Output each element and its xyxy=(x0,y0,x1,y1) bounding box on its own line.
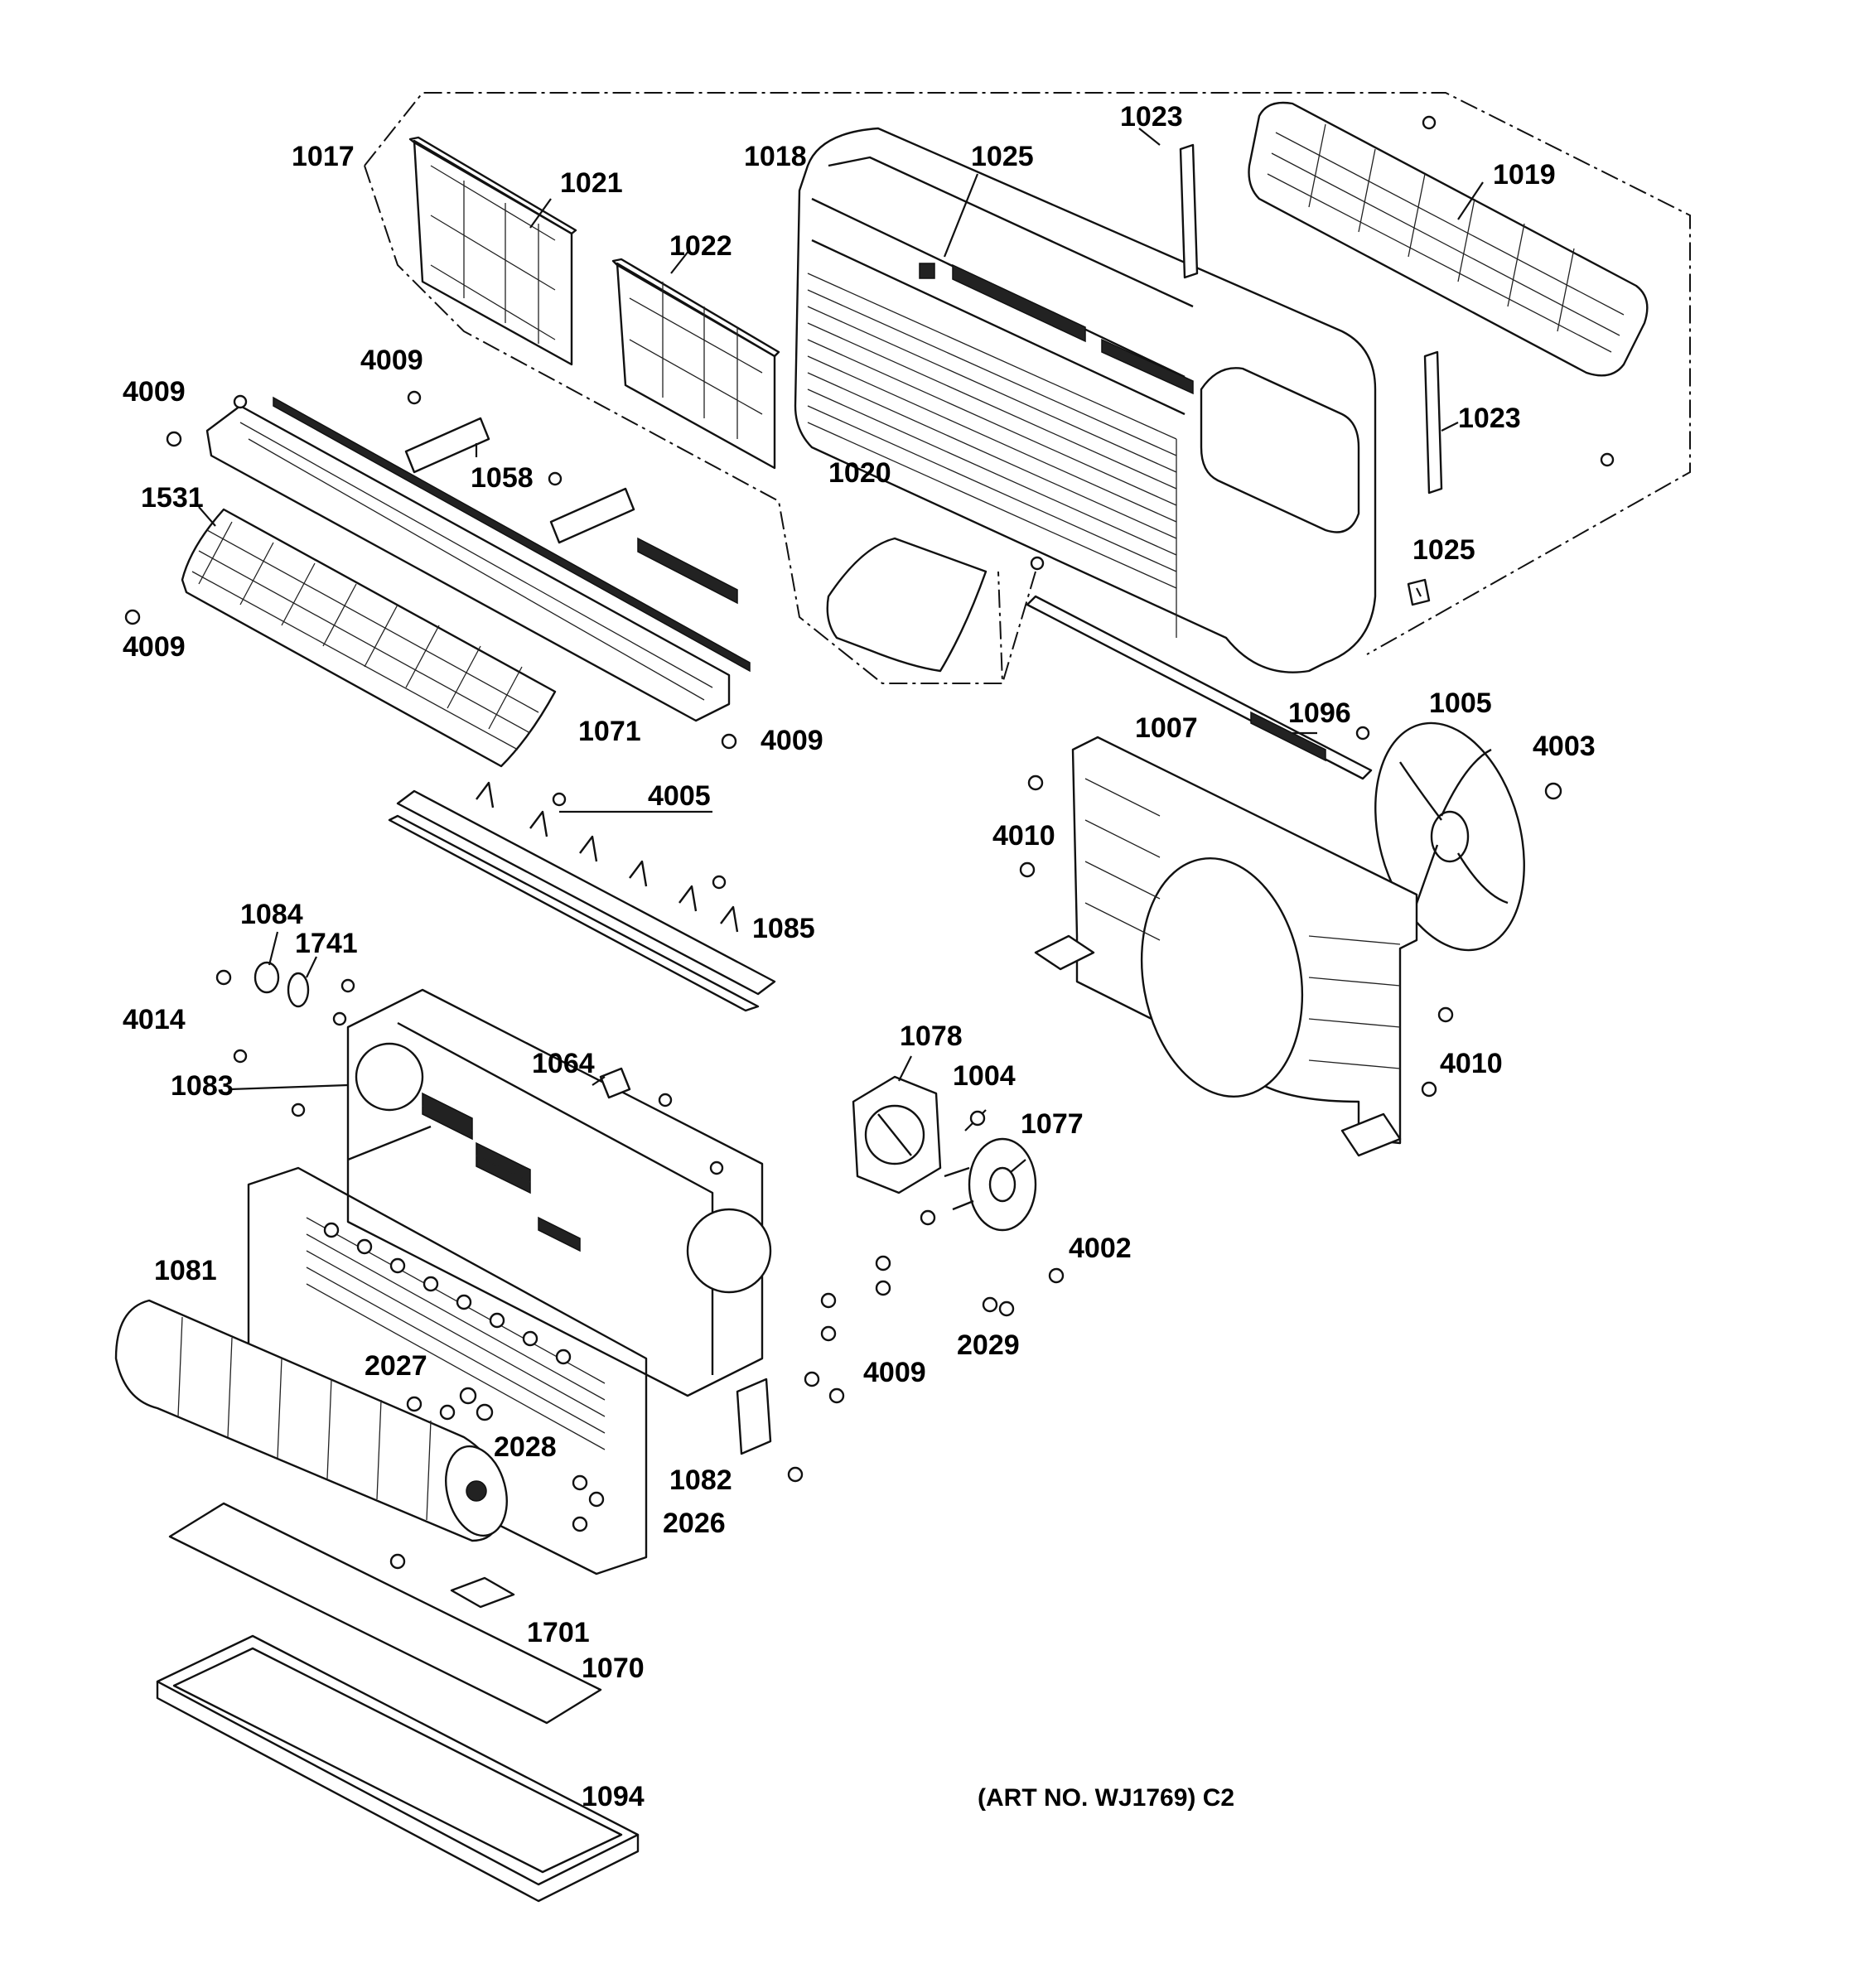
filter-1022 xyxy=(611,258,780,470)
nut-4003 xyxy=(1544,782,1562,800)
label-2026: 2026 xyxy=(663,1508,726,1539)
label-4010-a: 4010 xyxy=(992,820,1055,852)
clip-1025-upper xyxy=(919,263,935,279)
label-1022: 1022 xyxy=(669,230,732,262)
control-door-1020 xyxy=(826,537,988,673)
screws xyxy=(124,390,1454,1570)
label-1081: 1081 xyxy=(154,1255,217,1286)
discharge-grille-1019 xyxy=(1248,101,1649,467)
filter-1021 xyxy=(408,136,577,366)
label-1070: 1070 xyxy=(582,1653,645,1684)
label-1025-top: 1025 xyxy=(971,141,1034,172)
louver-assembly-1085 xyxy=(388,781,776,1012)
label-1531: 1531 xyxy=(141,482,204,514)
label-1084: 1084 xyxy=(240,899,303,930)
room-cabinet-front-1018 xyxy=(794,127,1377,673)
label-4005: 4005 xyxy=(648,780,711,812)
label-2029: 2029 xyxy=(957,1329,1020,1361)
part-labels: 1017 1021 1022 1018 1025 1023 1019 1023 … xyxy=(123,101,1596,1812)
foam-strip xyxy=(637,537,738,605)
label-1096: 1096 xyxy=(1288,697,1351,729)
shroud-1007 xyxy=(1034,736,1418,1157)
label-1017: 1017 xyxy=(292,141,355,172)
label-1018: 1018 xyxy=(744,141,807,172)
insulation-1070 xyxy=(168,1502,602,1725)
blower-wheel-1081 xyxy=(114,1299,508,1542)
label-2028: 2028 xyxy=(494,1431,557,1463)
label-1741: 1741 xyxy=(295,928,358,959)
label-4009-a: 4009 xyxy=(360,345,423,376)
air-deflector-1531 xyxy=(181,508,557,768)
label-1007: 1007 xyxy=(1135,712,1198,744)
label-1025-lower: 1025 xyxy=(1412,534,1475,566)
part-1064 xyxy=(599,1067,631,1099)
part-1701 xyxy=(450,1576,515,1609)
bracket-1082 xyxy=(736,1378,772,1455)
label-1058: 1058 xyxy=(471,462,534,494)
label-2027: 2027 xyxy=(365,1350,427,1382)
label-1071: 1071 xyxy=(578,716,641,747)
bearing-motor-1077 xyxy=(944,1137,1037,1232)
upper-assembly-outline xyxy=(364,92,1691,684)
bearing-1084-1741 xyxy=(254,961,310,1008)
label-1023-lower: 1023 xyxy=(1458,403,1521,434)
label-1019: 1019 xyxy=(1493,159,1556,191)
label-4003: 4003 xyxy=(1533,731,1596,762)
label-1082: 1082 xyxy=(669,1464,732,1496)
label-4009-c: 4009 xyxy=(123,631,186,663)
label-1078: 1078 xyxy=(900,1021,963,1052)
label-4010-b: 4010 xyxy=(1440,1048,1503,1079)
motor-1078 xyxy=(852,1075,942,1194)
label-4009-d: 4009 xyxy=(761,725,823,756)
label-4014: 4014 xyxy=(123,1004,186,1035)
label-1004: 1004 xyxy=(953,1060,1016,1092)
base-pan-1094 xyxy=(156,1634,640,1903)
top-bracket-1071 xyxy=(205,396,751,722)
label-1064: 1064 xyxy=(532,1048,595,1079)
bracket-1023-top xyxy=(1179,143,1199,279)
label-1021: 1021 xyxy=(560,167,623,199)
art-number: (ART NO. WJ1769) C2 xyxy=(978,1784,1234,1812)
label-1005: 1005 xyxy=(1429,688,1492,719)
label-1023-top: 1023 xyxy=(1120,101,1183,133)
label-4002: 4002 xyxy=(1069,1233,1132,1264)
blower-housing xyxy=(346,988,772,1397)
label-1701: 1701 xyxy=(527,1617,590,1648)
label-1085: 1085 xyxy=(752,913,815,944)
bracket-1058 xyxy=(404,417,635,544)
label-4009-e: 4009 xyxy=(863,1357,926,1388)
bracket-1023-lower xyxy=(1423,350,1443,495)
rail-1096 xyxy=(1026,595,1373,780)
label-4009-b: 4009 xyxy=(123,376,186,408)
label-1094: 1094 xyxy=(582,1781,645,1812)
label-1020: 1020 xyxy=(828,457,891,489)
label-1083: 1083 xyxy=(171,1070,234,1102)
label-1077: 1077 xyxy=(1021,1108,1084,1140)
